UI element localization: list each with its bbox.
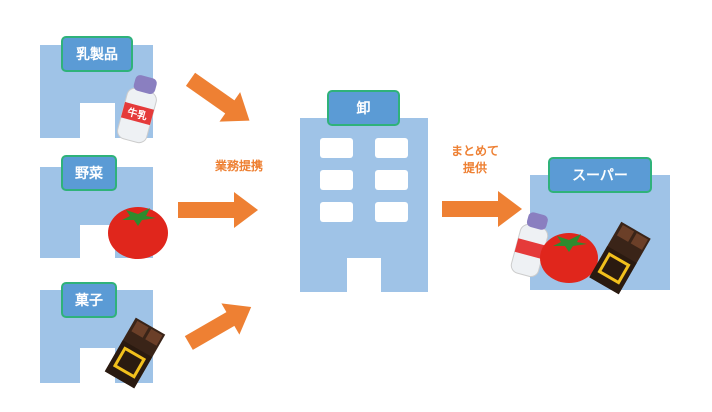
arrow-wholesale-to-supermarket (442, 191, 522, 227)
provide-line2: 提供 (462, 161, 487, 175)
sweets-label: 菓子 (61, 282, 117, 318)
vegetable-label: 野菜 (61, 155, 117, 191)
window (320, 202, 353, 222)
window (375, 138, 408, 158)
provide-line1: まとめて (450, 144, 499, 158)
supermarket-label: スーパー (548, 157, 652, 193)
window (320, 138, 353, 158)
tomato-icon (108, 207, 168, 259)
chocolate-icon (104, 317, 166, 389)
chocolate-icon (589, 221, 651, 295)
wholesale-label: 卸 (327, 90, 400, 126)
window (375, 202, 408, 222)
door (347, 258, 381, 292)
milk-bottle-icon: 牛乳 (117, 75, 157, 144)
arrow-dairy-to-wholesale (185, 72, 250, 122)
window (375, 170, 408, 190)
dairy-label: 乳製品 (61, 36, 133, 72)
provide-label: まとめて 提供 (440, 143, 510, 177)
window (320, 170, 353, 190)
arrow-vegetable-to-wholesale (178, 192, 258, 228)
tomato-icon (540, 233, 598, 283)
door (80, 103, 115, 138)
partnership-label: 業務提携 (214, 159, 263, 173)
arrow-sweets-to-wholesale (184, 303, 252, 350)
milk-bottle-icon (510, 212, 549, 278)
